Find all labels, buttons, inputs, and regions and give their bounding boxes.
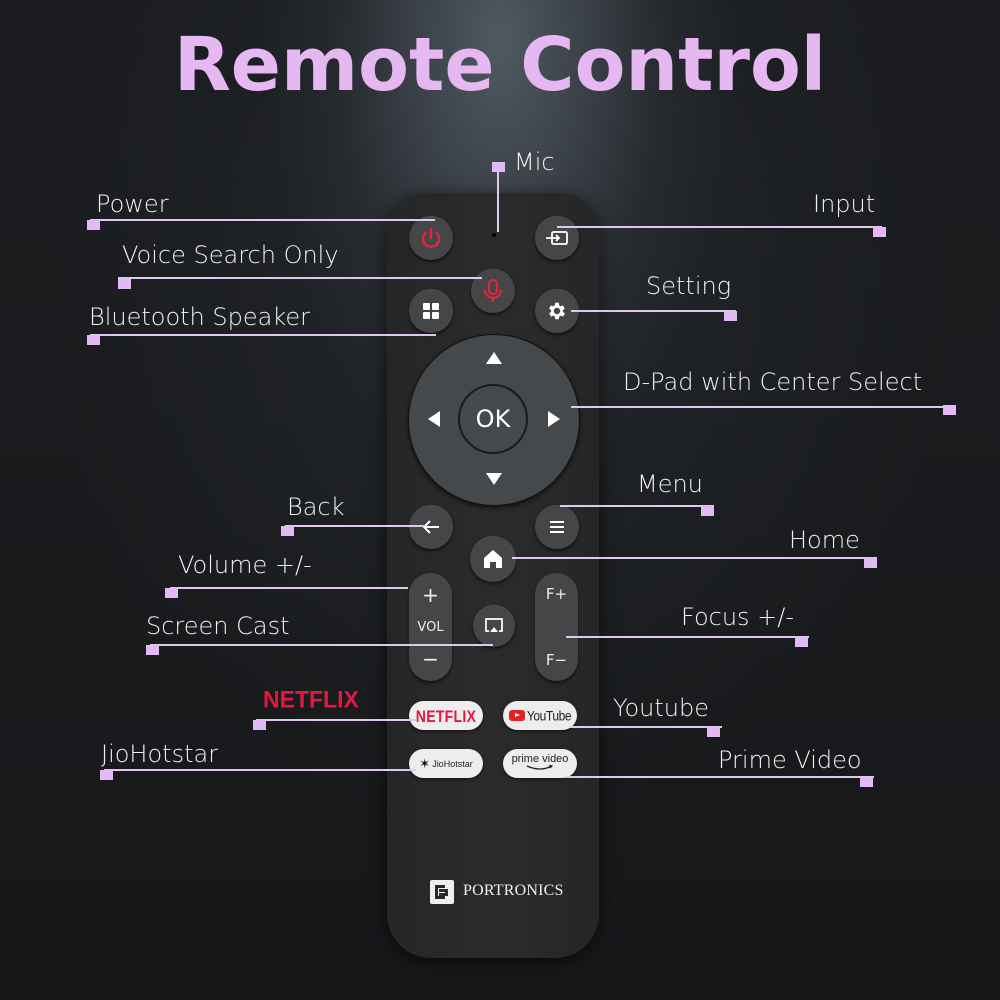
- label-focus: Focus +/-: [681, 603, 795, 631]
- callout-line: [571, 310, 736, 312]
- label-input: Input: [813, 190, 876, 218]
- cast-icon: [485, 618, 503, 632]
- jiohotstar-logo-text: JioHotstar: [432, 758, 473, 769]
- callout-marker: [87, 220, 100, 230]
- focus-minus-button[interactable]: F−: [545, 651, 568, 669]
- callout-marker: [795, 637, 808, 647]
- callout-line: [497, 170, 499, 232]
- callout-line: [285, 525, 425, 527]
- power-icon: [421, 227, 441, 248]
- netflix-logo: NETFLIX: [415, 705, 477, 726]
- label-screen-cast: Screen Cast: [146, 612, 290, 640]
- amazon-smile-icon: [526, 765, 554, 770]
- label-volume: Volume +/-: [178, 551, 312, 579]
- menu-button[interactable]: [535, 505, 579, 549]
- arrow-right-icon[interactable]: [548, 411, 560, 427]
- input-icon: [546, 231, 568, 245]
- callout-line: [150, 644, 493, 646]
- callout-line: [566, 636, 809, 638]
- callout-marker: [146, 645, 159, 655]
- youtube-play-icon: [508, 710, 525, 721]
- callout-marker: [253, 720, 266, 730]
- arrow-left-icon[interactable]: [428, 411, 440, 427]
- volume-label: VOL: [417, 620, 444, 635]
- focus-plus-button[interactable]: F+: [545, 585, 568, 603]
- callout-line: [256, 719, 416, 721]
- label-jiohotstar: JioHotstar: [101, 740, 219, 768]
- netflix-button[interactable]: NETFLIX: [409, 701, 483, 730]
- label-prime-video: Prime Video: [718, 746, 862, 774]
- callout-marker: [492, 162, 505, 172]
- menu-icon: [550, 521, 564, 533]
- input-button[interactable]: [535, 216, 579, 260]
- prime-video-button[interactable]: prime video: [503, 749, 577, 778]
- label-mic: Mic: [514, 148, 555, 176]
- arrow-up-icon[interactable]: [486, 352, 502, 364]
- callout-marker: [943, 405, 956, 415]
- callout-marker: [860, 777, 873, 787]
- callout-marker: [100, 770, 113, 780]
- power-button[interactable]: [409, 216, 453, 260]
- jiohotstar-star-icon: ✶: [419, 755, 431, 771]
- label-power: Power: [96, 190, 169, 218]
- label-voice-search: Voice Search Only: [122, 241, 339, 269]
- prime-video-logo-text: prime video: [511, 753, 569, 765]
- home-button[interactable]: [470, 536, 516, 582]
- apps-grid-icon: [423, 303, 439, 319]
- label-netflix: NETFLIX: [263, 685, 359, 713]
- page-title: Remote Control: [173, 22, 827, 108]
- volume-up-button[interactable]: +: [422, 583, 439, 607]
- callout-marker: [873, 227, 886, 237]
- screen-cast-button[interactable]: [473, 605, 515, 647]
- callout-marker: [118, 279, 131, 289]
- bluetooth-speaker-button[interactable]: [409, 289, 453, 333]
- callout-line: [557, 226, 882, 228]
- mic-icon: [483, 278, 503, 302]
- volume-rocker[interactable]: + VOL −: [409, 573, 452, 681]
- home-icon: [484, 550, 502, 568]
- label-home: Home: [789, 526, 860, 554]
- back-button[interactable]: [409, 505, 453, 549]
- label-setting: Setting: [646, 272, 732, 300]
- label-dpad: D-Pad with Center Select: [623, 368, 923, 396]
- callout-marker: [87, 335, 100, 345]
- callout-line: [566, 776, 874, 778]
- callout-marker: [701, 506, 714, 516]
- label-bluetooth-speaker: Bluetooth Speaker: [89, 303, 311, 331]
- label-menu: Menu: [637, 470, 703, 498]
- callout-line: [104, 769, 416, 771]
- portronics-logo-icon: [430, 880, 454, 904]
- callout-marker: [864, 558, 877, 568]
- callout-line: [560, 505, 714, 507]
- volume-down-button[interactable]: −: [422, 647, 439, 671]
- label-youtube: Youtube: [613, 694, 709, 722]
- callout-marker: [281, 526, 294, 536]
- ok-button[interactable]: OK: [458, 384, 528, 454]
- callout-marker: [707, 727, 720, 737]
- callout-line: [570, 726, 722, 728]
- callout-line: [571, 406, 955, 408]
- callout-marker: [165, 588, 178, 598]
- youtube-logo-text: YouTube: [526, 707, 572, 724]
- back-arrow-icon: [422, 520, 439, 534]
- jiohotstar-button[interactable]: ✶ JioHotstar: [409, 749, 483, 778]
- gear-icon: [549, 302, 565, 320]
- youtube-button[interactable]: YouTube: [503, 701, 577, 730]
- brand-name: PORTRONICS: [463, 882, 564, 899]
- callout-line: [118, 277, 482, 279]
- focus-rocker[interactable]: F+ F−: [535, 573, 578, 681]
- callout-line: [512, 557, 877, 559]
- label-back: Back: [287, 493, 345, 521]
- callout-line: [90, 219, 435, 221]
- callout-line: [170, 587, 408, 589]
- callout-marker: [724, 311, 737, 321]
- voice-search-button[interactable]: [471, 269, 515, 313]
- callout-line: [90, 334, 436, 336]
- mic-hole: [492, 233, 496, 237]
- arrow-down-icon[interactable]: [486, 473, 502, 485]
